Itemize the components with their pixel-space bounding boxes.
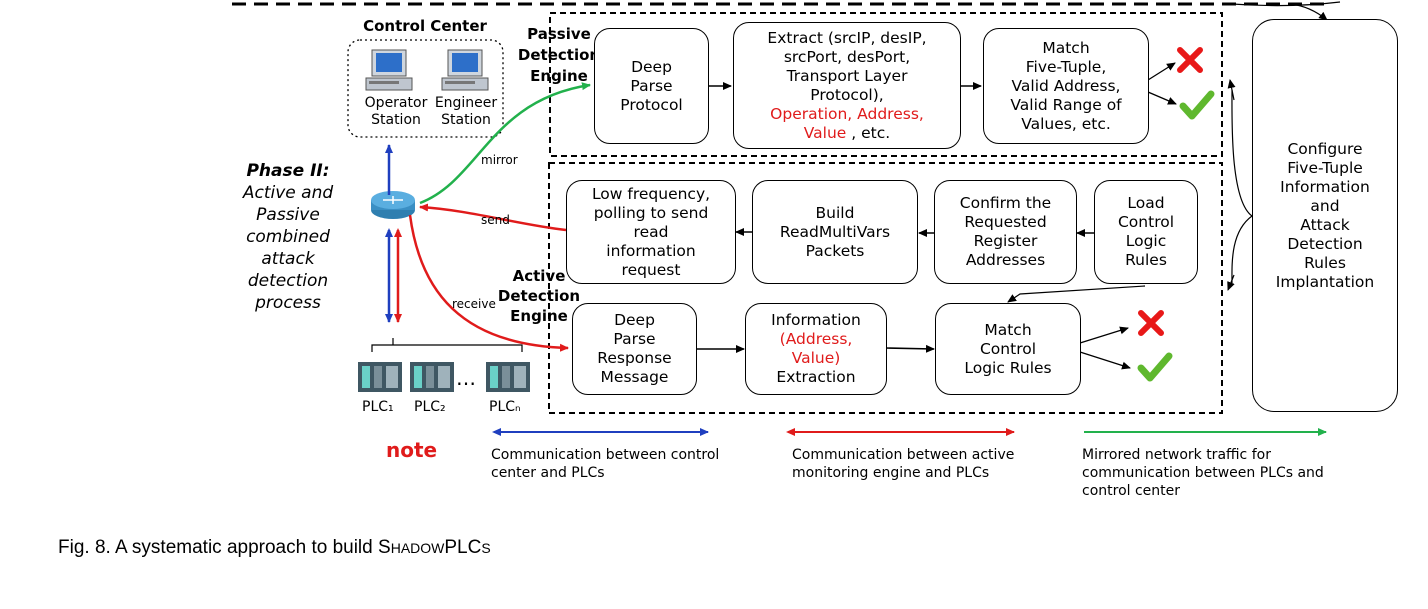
operator-station-icon [365, 49, 413, 91]
engineer-station-icon [441, 49, 489, 91]
control-center-title: Control Center [363, 17, 487, 35]
arrow-match-accept-2 [1079, 351, 1131, 370]
configure-arrow-top [1227, 79, 1236, 101]
receive-label: receive [452, 297, 496, 311]
information-extraction-box: Information (Address,Value) Extraction [745, 303, 887, 395]
mirror-label: mirror [481, 153, 518, 167]
plc1-label: PLC₁ [362, 399, 394, 415]
arrow-match-reject [1147, 62, 1176, 81]
reject-icon [1177, 47, 1203, 73]
plcn-label: PLCₙ [489, 399, 521, 415]
arrow-load-match [1007, 285, 1146, 303]
top-arrow-2 [1231, 1, 1341, 7]
configure-arrow-bottom [1227, 274, 1235, 291]
top-arrow-1 [1289, 3, 1328, 21]
arrow-match-reject-2 [1079, 326, 1129, 344]
extract-box: Extract (srcIP, desIP,srcPort, desPort, … [733, 22, 961, 149]
plc-dots: … [456, 366, 476, 390]
plcn-icon [486, 362, 530, 392]
figure-caption: Fig. 8. A systematic approach to build S… [58, 537, 491, 558]
receive-arrow [408, 214, 569, 352]
arrow-info-match [885, 344, 935, 353]
plc1-icon [358, 362, 402, 392]
control-center-box [347, 39, 504, 138]
router-icon [371, 191, 415, 219]
reject-icon-2 [1138, 310, 1164, 336]
send-arrow [419, 203, 567, 232]
plc2-icon [410, 362, 454, 392]
active-engine-container [548, 162, 1223, 414]
configure-bracket [1231, 89, 1253, 286]
note-label: note [386, 438, 438, 462]
plc2-label: PLC₂ [414, 399, 446, 415]
accept-icon [1179, 90, 1215, 120]
arrow-match-accept [1147, 91, 1177, 105]
plc-bracket [371, 338, 523, 352]
send-label: send [481, 213, 510, 227]
mirror-arrow [419, 82, 591, 205]
passive-engine-container [549, 12, 1223, 157]
accept-icon-2 [1137, 352, 1173, 382]
